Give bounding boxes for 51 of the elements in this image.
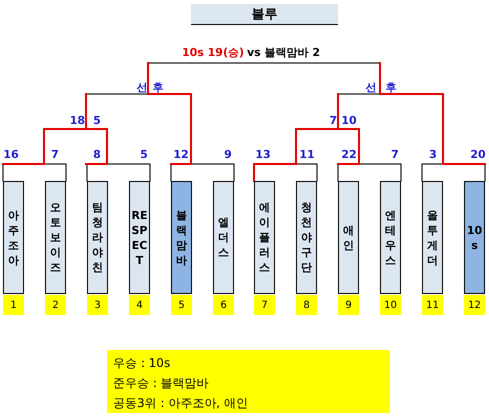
seed-number: 6 xyxy=(213,295,234,315)
score: 7 xyxy=(391,148,399,161)
team-box: 아주조아 xyxy=(3,181,24,294)
seed-number: 3 xyxy=(87,295,108,315)
score: 7 xyxy=(329,114,337,127)
score: 18 xyxy=(70,114,85,127)
seed-number: 10 xyxy=(380,295,401,315)
seed-number: 11 xyxy=(422,295,443,315)
order-label: 선 xyxy=(136,80,148,95)
seed-number: 7 xyxy=(254,295,275,315)
team-box: RESPECT xyxy=(129,181,150,294)
title: 블루 xyxy=(191,4,338,25)
score: 20 xyxy=(470,148,486,161)
team-box: 애인 xyxy=(338,181,359,294)
seed-number: 5 xyxy=(171,295,192,315)
order-label: 선 xyxy=(366,80,376,95)
team-box: 청천야구단 xyxy=(296,181,317,294)
score: 5 xyxy=(140,148,148,161)
score: 9 xyxy=(224,148,232,161)
team-box: 엔테우스 xyxy=(380,181,401,294)
team-box: 엘더스 xyxy=(213,181,234,294)
score: 16 xyxy=(3,148,19,161)
score: 10 xyxy=(341,114,357,127)
team-box: 오토보이즈 xyxy=(45,181,66,294)
score: 22 xyxy=(341,148,357,161)
score: 13 xyxy=(255,148,271,161)
result-text: 공동3위 : 아주조아, 애인 xyxy=(113,395,249,412)
score: 11 xyxy=(299,148,315,161)
result-text: 우승 : 10s xyxy=(113,355,172,372)
team-box: 팀청라야친 xyxy=(87,181,108,294)
score: 12 xyxy=(173,148,189,161)
team-box: 10s xyxy=(464,181,485,294)
final-result: vs 블랙맘바 2 xyxy=(247,45,320,60)
seed-number: 2 xyxy=(45,295,66,315)
seed-number: 8 xyxy=(296,295,317,315)
score: 7 xyxy=(51,148,59,161)
result-text: 준우승 : 블랙맘바 xyxy=(113,375,210,392)
order-label: 후 xyxy=(152,80,164,95)
score: 5 xyxy=(93,114,101,127)
seed-number: 9 xyxy=(338,295,359,315)
final-result: 10s 19(승) xyxy=(182,45,244,60)
team-box: 에이플러스 xyxy=(254,181,275,294)
order-label: 후 xyxy=(386,80,396,95)
score: 3 xyxy=(429,148,437,161)
results-panel xyxy=(107,350,390,413)
seed-number: 12 xyxy=(464,295,485,315)
seed-number: 1 xyxy=(3,295,24,315)
team-box: 블랙맘바 xyxy=(171,181,192,294)
score: 8 xyxy=(93,148,101,161)
team-box: 올투게더 xyxy=(422,181,443,294)
seed-number: 4 xyxy=(129,295,150,315)
